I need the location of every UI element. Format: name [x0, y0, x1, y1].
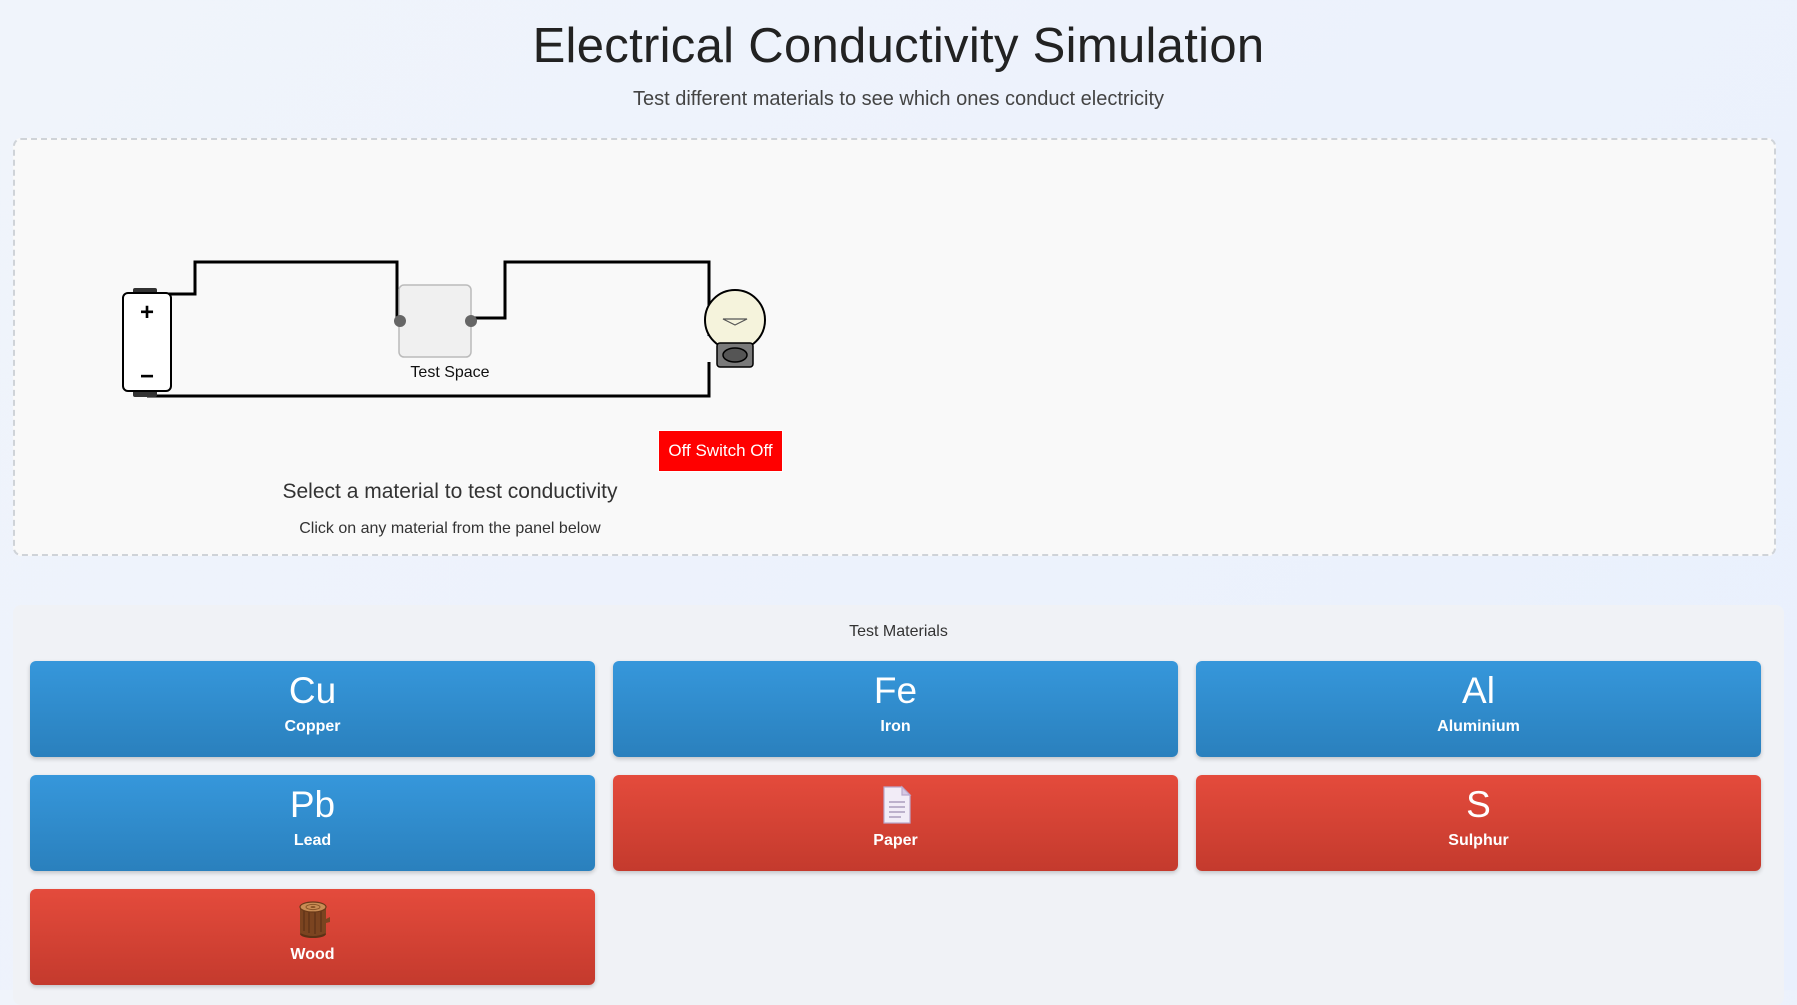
- test-space-right-terminal: [465, 315, 477, 327]
- paper-icon: [882, 785, 911, 824]
- material-name: Wood: [290, 946, 335, 963]
- bulb-glass: [704, 289, 766, 351]
- materials-panel: Test Materials Cu Copper Fe Iron Al Alum…: [13, 605, 1784, 1005]
- material-symbol: Cu: [288, 670, 337, 711]
- status-message: Select a material to test conductivity: [282, 480, 618, 503]
- material-aluminium-button[interactable]: Al Aluminium: [1196, 661, 1761, 757]
- material-symbol: Al: [1462, 670, 1495, 711]
- bulb-filament: [722, 318, 748, 326]
- light-bulb: [704, 289, 766, 368]
- material-name: Copper: [284, 718, 341, 735]
- circuit-diagram: + −: [122, 260, 766, 398]
- battery-minus-sign: −: [140, 363, 154, 390]
- materials-panel-title: Test Materials: [849, 623, 948, 640]
- material-sulphur-button[interactable]: S Sulphur: [1196, 775, 1761, 871]
- material-lead-button[interactable]: Pb Lead: [30, 775, 595, 871]
- bulb-contact: [722, 347, 748, 363]
- test-space-left-terminal: [394, 315, 406, 327]
- material-paper-button[interactable]: Paper: [613, 775, 1178, 871]
- battery: + −: [122, 288, 172, 397]
- simulation-area: + − Test Space Off Switch Off Select a m…: [13, 138, 1776, 556]
- wood-log-icon: [298, 901, 330, 938]
- battery-plus-sign: +: [140, 299, 154, 326]
- material-name: Paper: [873, 832, 918, 849]
- material-name: Sulphur: [1448, 832, 1509, 849]
- material-name: Iron: [880, 718, 911, 735]
- page-subtitle: Test different materials to see which on…: [633, 88, 1164, 110]
- material-copper-button[interactable]: Cu Copper: [30, 661, 595, 757]
- material-wood-button[interactable]: Wood: [30, 889, 595, 985]
- test-space[interactable]: [394, 284, 477, 358]
- test-space-label: Test Space: [410, 364, 490, 381]
- material-name: Lead: [293, 832, 332, 849]
- material-symbol: S: [1466, 784, 1491, 825]
- material-symbol: Fe: [873, 670, 918, 711]
- switch-button[interactable]: Off Switch Off: [658, 430, 783, 472]
- status-hint: Click on any material from the panel bel…: [299, 520, 601, 537]
- material-name: Aluminium: [1437, 718, 1520, 735]
- material-iron-button[interactable]: Fe Iron: [613, 661, 1178, 757]
- material-symbol: Pb: [289, 784, 336, 825]
- page-title: Electrical Conductivity Simulation: [532, 19, 1265, 73]
